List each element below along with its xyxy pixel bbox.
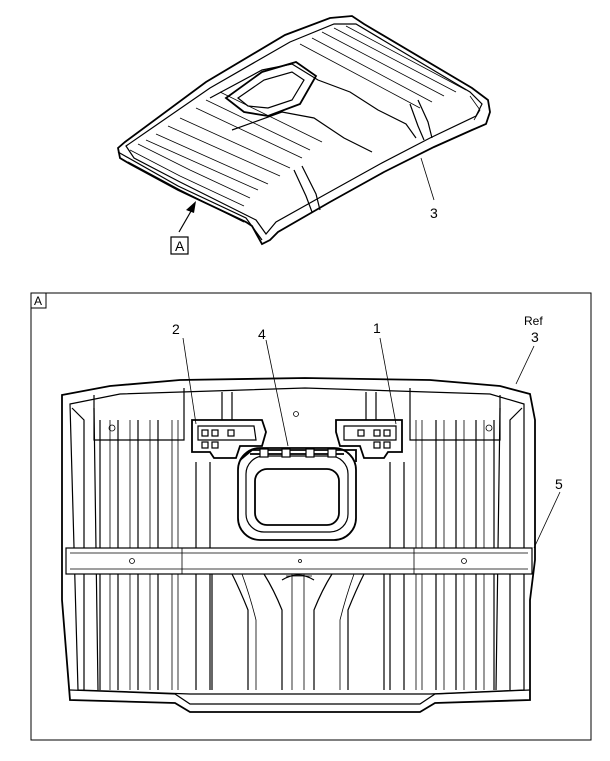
callout-item-5: 5 — [555, 476, 563, 492]
roof-ribs-left — [145, 91, 323, 191]
roof-hatch-inner — [236, 71, 305, 109]
left-hole — [108, 424, 116, 432]
leader-item-2 — [182, 337, 197, 425]
roof-ribs-right — [299, 25, 467, 109]
left-corner-pocket — [93, 388, 185, 441]
detail-label-box — [30, 292, 47, 309]
view-label-box — [170, 236, 189, 255]
roof-hatch-outer — [224, 61, 318, 117]
callout-ref-part-3: 3 — [531, 329, 539, 345]
center-panel — [195, 462, 405, 690]
hatch-opening-mid — [245, 455, 349, 533]
roof-underside-view — [61, 377, 536, 713]
hatch-opening-outer — [237, 447, 357, 541]
bottom-lip — [69, 689, 531, 705]
leader-item-5 — [533, 491, 561, 549]
roof-strap-rear — [409, 99, 433, 141]
center-top-hole — [293, 411, 299, 417]
detail-label: A — [34, 294, 42, 308]
roof-strap-front — [293, 165, 321, 213]
bracket-left — [191, 392, 267, 459]
callout-part-3: 3 — [430, 205, 438, 221]
roof-front-lip — [117, 151, 263, 241]
callout-ref-word: Ref — [524, 314, 543, 328]
leader-item-1 — [379, 337, 397, 425]
roof-center-channel — [209, 63, 417, 153]
harness-clips — [259, 448, 337, 458]
roof-side-lines — [129, 95, 481, 207]
leader-item-ref-3 — [515, 345, 535, 385]
leader-item-4 — [265, 339, 289, 447]
view-arrow-head — [186, 201, 196, 213]
hatch-opening-inner — [254, 468, 340, 526]
view-label-a: A — [175, 238, 185, 254]
lower-arches — [211, 573, 385, 690]
callout-item-2: 2 — [172, 321, 180, 337]
bracket-right — [335, 392, 403, 459]
callout-item-1: 1 — [373, 320, 381, 336]
detail-frame — [30, 292, 592, 741]
right-hole — [485, 424, 493, 432]
right-corner-pocket — [409, 388, 501, 441]
roof-isometric-view — [117, 15, 491, 246]
crossbar — [65, 547, 533, 577]
underside-shell-outline — [61, 377, 536, 713]
leader-part-3 — [420, 157, 435, 201]
roof-inner-rim — [125, 23, 483, 235]
callout-item-4: 4 — [258, 326, 266, 342]
crossbar-body — [65, 547, 533, 575]
